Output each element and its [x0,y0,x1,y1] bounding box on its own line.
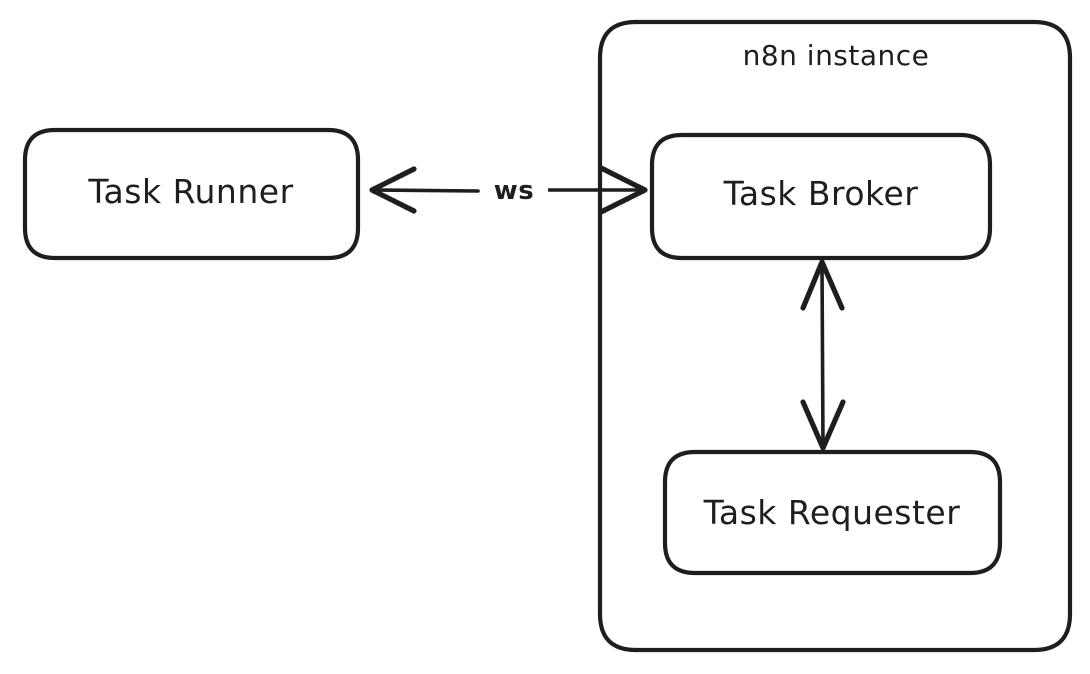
edge-runner-broker-label-backdrop [480,166,548,214]
edge-runner-broker-arrowhead-left [369,166,417,214]
edge-broker-requester-shaft [820,262,825,448]
edge-runner-broker[interactable]: ws [369,165,648,215]
node-task-broker-outline [649,132,993,261]
node-task-requester[interactable]: Task Requester [662,449,1003,576]
edge-broker-requester[interactable] [800,259,846,451]
node-task-runner-label: Task Runner [87,172,293,211]
edge-runner-broker-label: ws [494,176,535,206]
node-task-runner[interactable]: Task Runner [22,127,361,261]
node-task-broker[interactable]: Task Broker [649,132,993,261]
node-task-requester-outline [662,449,1003,576]
edge-runner-broker-arrowhead-right [598,165,648,215]
edge-broker-requester-arrowhead-top [800,259,845,311]
node-task-runner-outline [22,127,361,261]
edge-broker-requester-arrowhead-bottom [800,399,846,451]
container-n8n-instance-label: n8n instance [743,39,930,72]
node-task-broker-label: Task Broker [723,174,919,213]
edge-runner-broker-shaft-left [373,188,480,193]
node-task-requester-label: Task Requester [703,493,961,532]
